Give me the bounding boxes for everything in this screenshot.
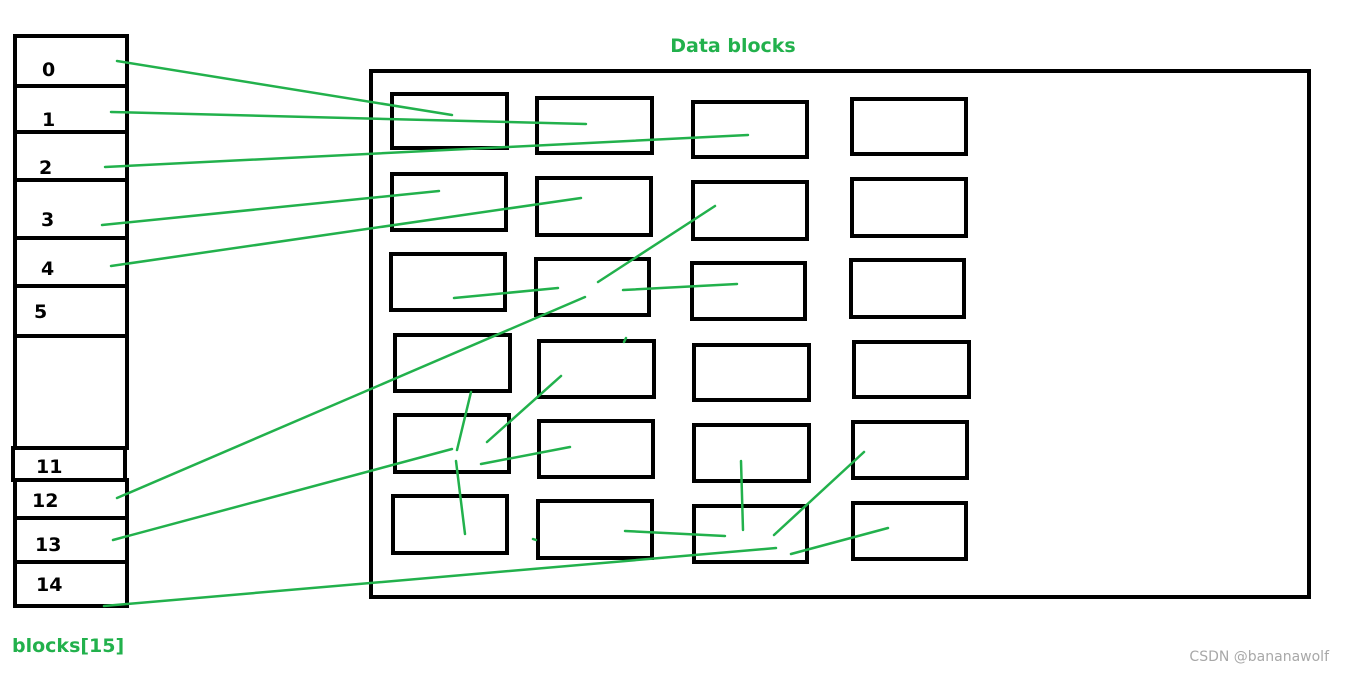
data-block-r5-c1: [393, 413, 511, 474]
pointer-12-branch-a: [452, 286, 560, 300]
block-cell-4: [13, 236, 129, 288]
block-cell-3: [13, 178, 129, 240]
data-block-r5-c2: [537, 419, 655, 479]
pointer-14-branch-d: [789, 526, 890, 556]
block-label-5: 5: [34, 301, 47, 323]
block-label-3: 3: [41, 209, 54, 231]
pointer-lines: [100, 59, 890, 608]
data-block-r6-c1: [391, 494, 509, 555]
pointer-13-branch-up: [455, 390, 473, 452]
pointer-1: [109, 110, 588, 126]
blocks-array-title: blocks[15]: [12, 635, 124, 657]
data-block-r3-c4: [849, 258, 966, 319]
block-cell-5: [13, 284, 129, 338]
pointer-14-branch-b: [739, 459, 745, 532]
data-block-grid: [389, 92, 971, 564]
block-label-11: 11: [36, 456, 62, 478]
pointer-14-branch-c: [772, 450, 866, 537]
data-block-r6-c4: [851, 501, 968, 561]
data-block-r3-c2: [534, 257, 651, 317]
pointer-3: [100, 189, 441, 227]
block-cell-0: [13, 34, 129, 88]
pointer-14: [102, 546, 778, 608]
data-block-r4-c3: [692, 343, 811, 402]
pointer-12-branch-b: [596, 204, 717, 284]
data-block-r1-c2: [535, 96, 654, 155]
watermark: CSDN @bananawolf: [1189, 649, 1329, 665]
block-cell-11: [11, 446, 127, 482]
data-block-r6-c2: [536, 499, 654, 560]
pointer-14-tick: [531, 537, 538, 542]
blocks-array: 0 1 2 3 4 5 11 12 13 14: [11, 34, 129, 608]
pointer-13-branch-b: [479, 445, 572, 466]
block-label-12: 12: [32, 490, 58, 512]
data-block-r3-c3: [690, 261, 807, 321]
pointer-12-tick: [622, 336, 628, 344]
pointer-14-branch-a: [623, 529, 727, 538]
data-block-r2-c2: [535, 176, 653, 237]
data-block-r1-c4: [850, 97, 968, 156]
data-block-r2-c3: [691, 180, 809, 241]
pointer-13-branch-down: [454, 459, 467, 536]
block-label-1: 1: [42, 109, 55, 131]
data-block-r4-c4: [852, 340, 971, 399]
data-block-r4-c1: [393, 333, 512, 393]
pointer-12-branch-c: [621, 282, 739, 292]
block-cell-gap: [13, 334, 129, 450]
block-label-2: 2: [39, 157, 52, 179]
pointer-0: [115, 59, 454, 117]
block-label-0: 0: [42, 59, 55, 81]
block-label-13: 13: [35, 534, 61, 556]
pointer-13-branch-a: [485, 374, 563, 444]
block-cell-14: [13, 560, 129, 608]
data-blocks-title: Data blocks: [670, 35, 796, 57]
data-block-r4-c2: [537, 339, 656, 399]
block-label-4: 4: [41, 258, 54, 280]
data-block-r5-c3: [692, 423, 811, 483]
data-block-r2-c1: [390, 172, 508, 232]
block-cell-13: [13, 516, 129, 564]
data-block-r1-c3: [691, 100, 809, 159]
data-block-r3-c1: [389, 252, 507, 312]
pointer-2: [103, 133, 750, 169]
pointer-4: [109, 196, 583, 268]
data-block-r5-c4: [851, 420, 969, 480]
block-cell-1: [13, 84, 129, 134]
pointer-13: [111, 447, 454, 542]
data-block-r2-c4: [850, 177, 968, 238]
block-label-14: 14: [36, 574, 62, 596]
block-cell-2: [13, 130, 129, 182]
data-blocks-area: [369, 69, 1311, 599]
pointer-12: [115, 295, 587, 500]
